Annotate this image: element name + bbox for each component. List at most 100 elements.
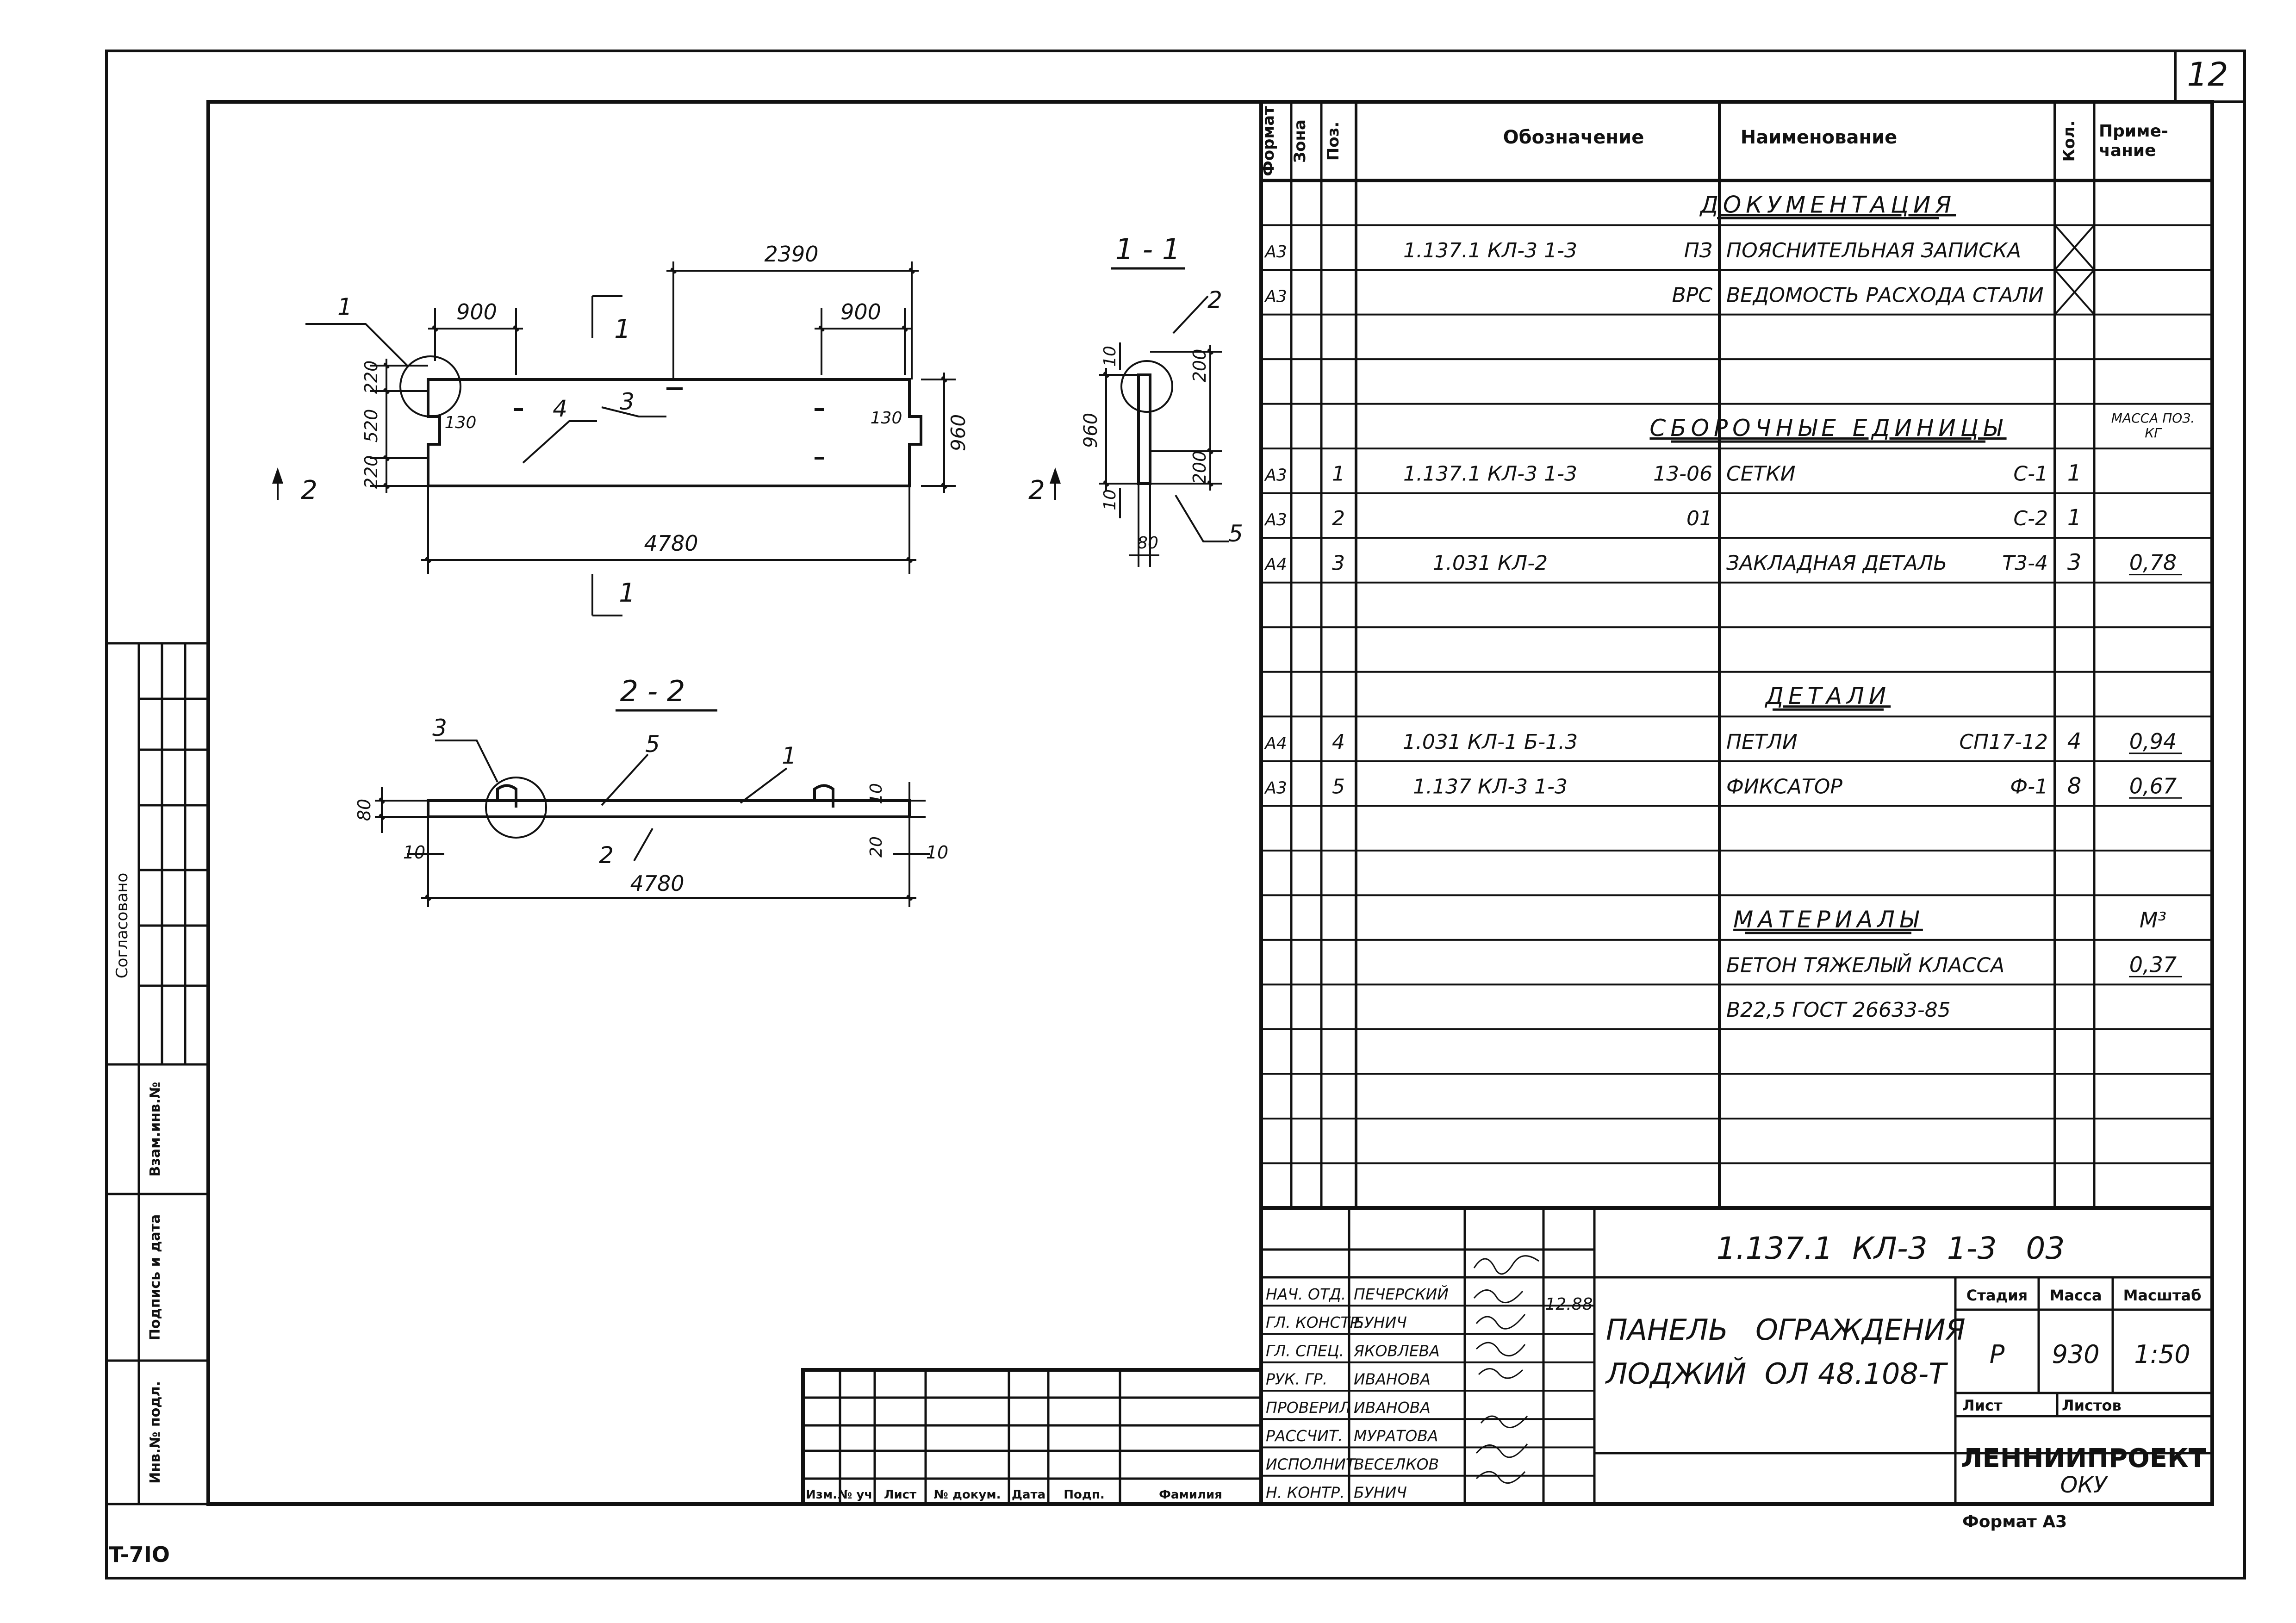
spec-cell-format: А3: [1264, 287, 1287, 306]
section-1-1-dim-200-bottom: 200: [1189, 451, 1210, 485]
spec-cell-qty: 3: [2067, 550, 2082, 576]
spec-cell-designation: 1.137.1 КЛ-3 1-3: [1403, 239, 1577, 262]
section-2-2-leader-2: 2: [599, 842, 614, 869]
section-2-2-leader-1: 1: [782, 742, 796, 769]
spec-header-note: Приме-чание: [2099, 122, 2168, 160]
spec-cell-name: В22,5 ГОСТ 26633-85: [1726, 998, 1951, 1022]
left-stamp: [105, 642, 210, 1505]
spec-section-title: СБОРОЧНЫЕ ЕДИНИЦЫ: [1649, 415, 2006, 442]
spec-cell-name: БЕТОН ТЯЖЕЛЫЙ КЛАССА: [1726, 952, 2004, 977]
spec-row: В22,5 ГОСТ 26633-85: [1726, 998, 1951, 1022]
section-2-2-title: 2 - 2: [620, 674, 685, 708]
dim-900-left: 900: [456, 299, 497, 324]
signatory-role: ИСПОЛНИТ.: [1266, 1455, 1360, 1473]
dim-130-right: 130: [871, 409, 902, 428]
section-2-2-leader-5: 5: [645, 731, 660, 758]
signatory-role: РУК. ГР.: [1266, 1370, 1327, 1388]
section-mark-1-top: 1: [614, 314, 631, 344]
node-2-circle: [1120, 360, 1173, 413]
section-1-1-dim-80: 80: [1137, 534, 1158, 553]
signatory-role: РАССЧИТ.: [1266, 1427, 1343, 1445]
spec-cell-name-mark: С-1: [2013, 462, 2048, 486]
spec-row: ДОКУМЕНТАЦИЯ: [1699, 191, 1951, 219]
sheets-label: Листов: [2062, 1397, 2122, 1414]
dim-220-top: 220: [361, 361, 381, 394]
doc-code: 1.137.1 КЛ-3 1-3 03: [1717, 1231, 2065, 1266]
spec-header-name: Наименование: [1741, 127, 1898, 148]
section-2-2-dim-20-vert: 20: [867, 836, 886, 858]
spec-cell-designation: 1.031 КЛ-1 Б-1.3: [1403, 730, 1578, 754]
spec-cell-pos: 2: [1332, 507, 1345, 530]
dim-220-bottom: 220: [361, 455, 381, 489]
spec-cell-pos: 3: [1332, 552, 1345, 575]
approval-date: 12.88: [1545, 1295, 1593, 1314]
spec-cell-format: А4: [1264, 555, 1287, 574]
signatures: [1473, 1255, 1539, 1484]
change-block-header: № докум.: [934, 1488, 1001, 1502]
section-mark-1-bottom: 1: [619, 578, 635, 608]
spec-header-designation: Обозначение: [1503, 127, 1644, 148]
signatory-role: ГЛ. СПЕЦ.: [1266, 1342, 1344, 1360]
scale-value: 1:50: [2134, 1340, 2190, 1369]
spec-header-pos: Поз.: [1324, 122, 1343, 161]
signatory-role: НАЧ. ОТД.: [1266, 1285, 1346, 1303]
signatory-name: ЯКОВЛЕВА: [1353, 1342, 1440, 1360]
spec-row: ДЕТАЛИ: [1765, 683, 1886, 711]
spec-cell-pos: 4: [1332, 730, 1345, 754]
section-2-2-leader-3: 3: [432, 715, 447, 741]
section-1-1-dim-10-top: 10: [1101, 346, 1120, 367]
section-2-2-dim-10-right: 10: [926, 842, 948, 863]
org-dept: ОКУ: [2060, 1472, 2108, 1498]
signatory-name: ИВАНОВА: [1354, 1399, 1431, 1417]
signatory-row: ГЛ. КОНСТР.БУНИЧ: [1266, 1313, 1407, 1331]
spec-cell-pos: 5: [1332, 775, 1345, 798]
signatory-row: ГЛ. СПЕЦ. ЯКОВЛЕВА: [1266, 1342, 1440, 1360]
section-1-1-title: 1 - 1: [1115, 232, 1181, 266]
spec-cell-designation-suffix: 01: [1686, 507, 1712, 530]
dim-900-right: 900: [840, 299, 881, 324]
spec-cell-name: СЕТКИ: [1726, 462, 1796, 486]
agreed-label: Согласовано: [113, 873, 131, 978]
change-block-header: Изм.: [806, 1488, 837, 1502]
spec-cell-designation-suffix: ПЗ: [1684, 239, 1712, 262]
section-1-1-leader-5: 5: [1228, 520, 1243, 547]
section-1-1-dim-960: 960: [1080, 413, 1101, 448]
spec-cell-designation-suffix: ВРС: [1672, 284, 1713, 307]
spec-cell-name-mark: СП17-12: [1959, 730, 2048, 754]
section-2-2-dim-80: 80: [354, 799, 374, 821]
signatory-role: ГЛ. КОНСТР.: [1266, 1313, 1364, 1331]
section-mark-2: 2: [301, 475, 317, 505]
change-block-header: Дата: [1012, 1488, 1045, 1502]
section-1-1-mark-2: 2: [1028, 475, 1045, 505]
spec-row: СБОРОЧНЫЕ ЕДИНИЦЫ МАССА ПОЗ.КГ: [1649, 410, 2195, 443]
leader-label-4: 4: [553, 395, 567, 422]
signatory-row: РУК. ГР.ИВАНОВА: [1266, 1370, 1431, 1388]
format-note: Формат А3: [1962, 1512, 2067, 1531]
change-block-header: № уч.: [838, 1488, 877, 1502]
section-1-1: 1 - 1 960 10: [1028, 232, 1243, 567]
spec-cell-note: МАССА ПОЗ.КГ: [2111, 410, 2195, 441]
spec-header-qty: Кол.: [2060, 121, 2078, 162]
page-number: 12: [2187, 56, 2228, 93]
spec-cell-designation: 1.137 КЛ-3 1-3: [1413, 775, 1568, 798]
spec-table: Формат Зона Поз. Обозначение Наименовани…: [1259, 100, 2214, 1210]
spec-cell-qty: 1: [2067, 460, 2082, 486]
spec-cell-qty: 4: [2067, 728, 2082, 754]
signatory-name: БУНИЧ: [1354, 1313, 1407, 1331]
section-1-1-dim-200-top: 200: [1189, 349, 1210, 383]
spec-cell-format: А3: [1264, 243, 1287, 261]
spec-cell-name: ПЕТЛИ: [1726, 730, 1798, 754]
spec-header-zone: Зона: [1291, 119, 1309, 163]
change-block-header: Фамилия: [1159, 1488, 1222, 1502]
signatory-role: Н. КОНТР.: [1266, 1484, 1345, 1502]
spec-section-title: МАТЕРИАЛЫ: [1733, 906, 1923, 933]
spec-cell-name: ЗАКЛАДНАЯ ДЕТАЛЬ: [1726, 552, 1947, 575]
